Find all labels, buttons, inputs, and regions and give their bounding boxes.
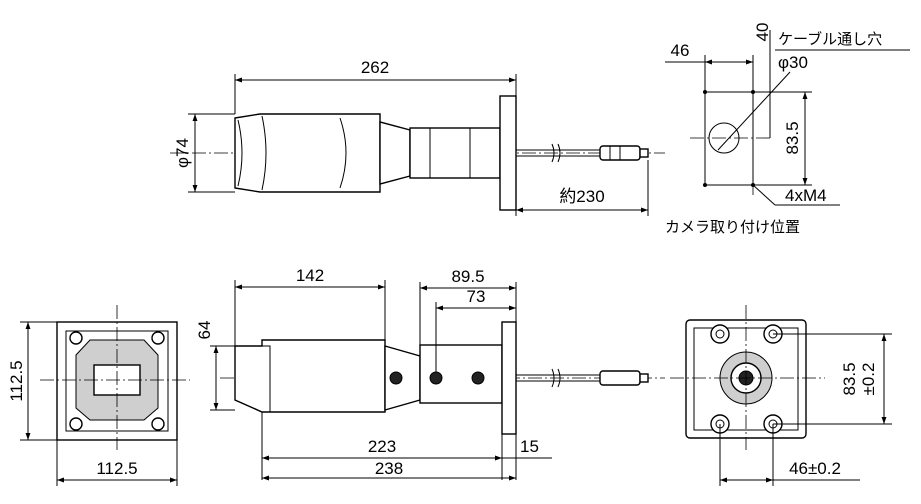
side-base-plate [501,321,517,435]
dim-front-width: 112.5 [96,459,137,478]
dim-top-diameter: φ74 [173,138,192,168]
rear-view: 83.5 ±0.2 46±0.2 [670,305,892,486]
dim-top-cable: 約230 [559,187,604,206]
dim-mount-83-5: 83.5 [783,121,802,154]
dim-side-15: 15 [520,437,539,456]
cable-hole-circle [708,122,740,154]
dim-side-238: 238 [375,459,403,478]
dim-side-223: 223 [368,437,396,456]
front-screw-tl [69,331,83,345]
side-cable-break [551,368,561,388]
mount-screw-3 [703,183,707,187]
dim-side-142: 142 [296,266,324,285]
side-connector-tip [639,373,649,383]
top-neck [379,121,411,185]
top-lens-curve [339,117,347,189]
dim-side-89-5: 89.5 [451,267,484,286]
front-screw-bl [69,417,83,431]
top-housing [234,113,381,193]
rear-screw-tl-inner [715,329,725,339]
mount-pattern-view: 46 40 83.5 ケーブル通し穴 φ30 4xM4 カメラ取り付け位置 [665,23,910,236]
top-mount-arm [409,127,501,179]
dim-rear-83-5: 83.5 [840,362,859,395]
top-connector-tip [639,148,649,158]
side-housing [234,339,386,413]
front-view: 112.5 112.5 [7,305,190,486]
side-connector [599,370,641,386]
side-knob-3 [471,371,485,385]
dim-side-64: 64 [195,321,214,340]
side-knob-1 [389,371,403,385]
front-screw-tr [151,331,165,345]
dim-mount-46: 46 [671,41,690,60]
dim-rear-tolerance: ±0.2 [859,363,878,396]
side-sunshield [262,345,271,412]
top-side-view: 262 φ74 約230 [170,58,665,216]
cable-hole-label: ケーブル通し穴 [778,30,882,48]
dim-mount-phi30: φ30 [778,53,808,72]
dim-mount-40: 40 [753,23,772,42]
dim-top-length: 262 [361,58,389,77]
top-sunshield-front [237,119,243,187]
m4-leader [752,184,776,206]
front-screw-br [151,417,165,431]
top-sunshield-edge [261,115,267,191]
dim-mount-screws: 4xM4 [785,186,827,205]
top-base-plate [499,95,517,211]
side-view: 142 64 89.5 73 223 238 15 [195,266,665,481]
camera-mount-position-label: カメラ取り付け位置 [665,218,800,236]
rear-screw-tl [710,324,730,344]
top-cable-break [551,143,561,163]
phi30-leader [717,71,791,151]
dim-front-height: 112.5 [7,360,26,401]
mount-rectangle [704,91,754,186]
dim-rear-46: 46±0.2 [789,459,841,478]
side-knob-2 [429,371,443,385]
dim-side-73: 73 [467,287,486,306]
